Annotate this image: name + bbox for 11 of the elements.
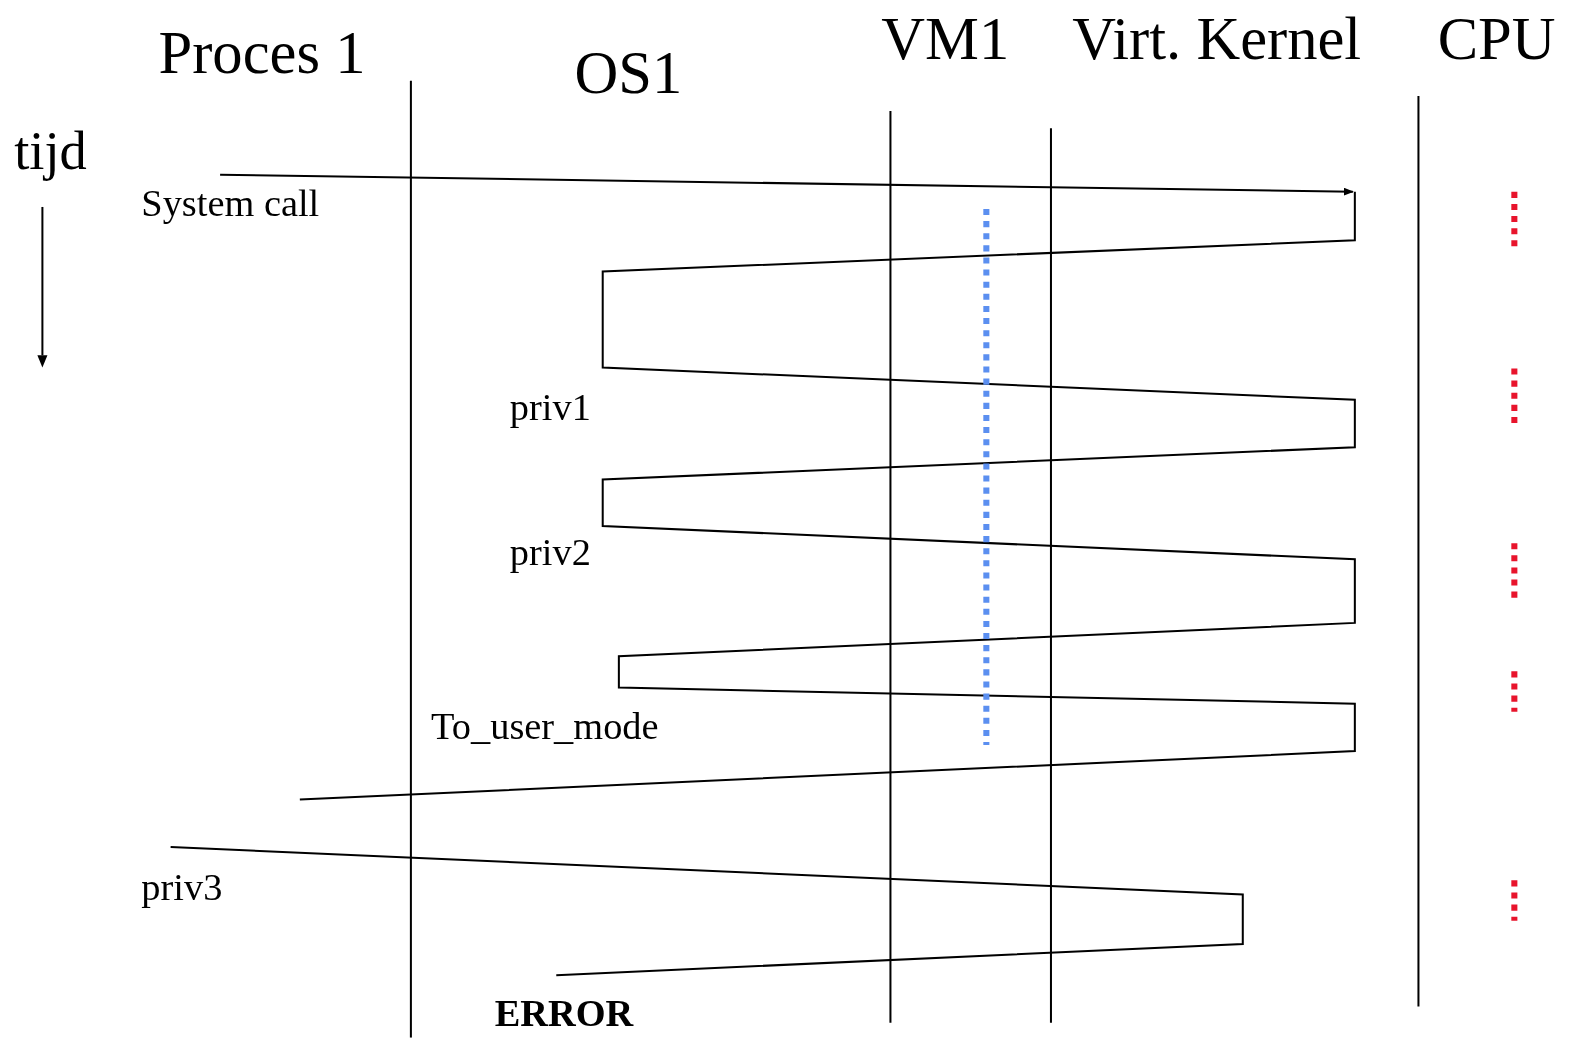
column-header: CPU [1437,8,1556,69]
step-label: priv1 [509,387,591,427]
step-label: priv3 [141,867,223,906]
step-label: To_user_mode [431,706,659,746]
column-header: VM1 [881,8,1010,69]
step-label: priv2 [509,533,591,572]
column-header: Virt. Kernel [1072,8,1362,69]
column-header: Proces 1 [158,22,366,83]
step-label: System call [141,183,320,223]
column-header: OS1 [574,42,683,103]
step-label: ERROR [494,993,634,1032]
